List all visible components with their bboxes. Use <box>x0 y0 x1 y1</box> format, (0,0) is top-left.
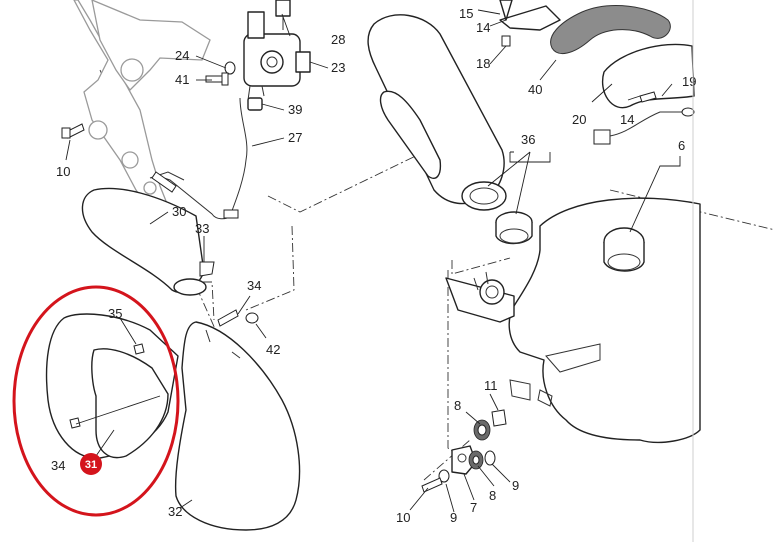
bolt-41 <box>205 72 229 86</box>
highlight-badge <box>80 453 102 475</box>
callout-39: 39 <box>288 102 302 117</box>
bolt-18 <box>501 35 511 47</box>
callout-41: 41 <box>175 72 189 87</box>
callout-18: 18 <box>476 56 490 71</box>
callout-8: 8 <box>489 488 496 503</box>
callout-28: 28 <box>331 32 345 47</box>
nut-11 <box>491 409 507 427</box>
screw-35 <box>133 343 145 355</box>
callout-42: 42 <box>266 342 280 357</box>
callout-40: 40 <box>528 82 542 97</box>
callout-34: 34 <box>247 278 261 293</box>
washer-24 <box>224 61 236 75</box>
washer-9-left <box>438 469 450 483</box>
nut-39 <box>247 97 263 111</box>
callout-19: 19 <box>682 74 696 89</box>
callout-9: 9 <box>512 478 519 493</box>
callout-7: 7 <box>470 500 477 515</box>
callout-35: 35 <box>108 306 122 321</box>
callout-27: 27 <box>288 130 302 145</box>
bolt-10-upper <box>61 123 85 139</box>
callout-10: 10 <box>396 510 410 525</box>
bolt-34-upper <box>217 309 239 327</box>
highlight-circle <box>12 285 180 517</box>
callout-24: 24 <box>175 48 189 63</box>
muffler-upper-outlet <box>461 181 507 211</box>
silencer-6 <box>508 197 701 444</box>
washer-42 <box>245 312 259 324</box>
bolt-14 <box>639 91 657 103</box>
callout-15: 15 <box>459 6 473 21</box>
grommet-8-lower <box>468 450 484 470</box>
callout-10: 10 <box>56 164 70 179</box>
sensor-19 <box>593 107 695 145</box>
heat-shield-40 <box>550 5 671 55</box>
gasket-36 <box>495 211 533 245</box>
bracket-15 <box>499 0 561 31</box>
connector-28 <box>275 0 291 30</box>
callout-8: 8 <box>454 398 461 413</box>
exhaust-valve-actuator-23 <box>243 11 311 101</box>
callout-9: 9 <box>450 510 457 525</box>
callout-33: 33 <box>195 221 209 236</box>
cable-27 <box>157 97 248 220</box>
callout-34: 34 <box>51 458 65 473</box>
callout-6: 6 <box>678 138 685 153</box>
callout-32: 32 <box>168 504 182 519</box>
screw-34-lower <box>69 417 81 429</box>
callout-14: 14 <box>476 20 490 35</box>
part-number-callouts: 15 14 18 40 20 14 19 24 41 28 23 39 27 1… <box>51 6 696 525</box>
callout-31: 31 <box>85 459 97 471</box>
bracket-7 <box>451 445 477 475</box>
callout-11: 11 <box>484 378 498 393</box>
bolt-10-lower <box>421 477 443 493</box>
clamp-33 <box>199 261 215 277</box>
callout-36: 36 <box>521 132 535 147</box>
exhaust-guard-32 <box>174 321 301 531</box>
leader-lines <box>65 9 681 513</box>
bracket-20 <box>602 43 695 109</box>
bracket-assembly <box>445 271 515 323</box>
callout-30: 30 <box>172 204 186 219</box>
heat-shield-cover-31 <box>91 348 169 459</box>
exhaust-pipe-30-end <box>173 278 207 296</box>
callout-14: 14 <box>620 112 634 127</box>
exhaust-pipe-30 <box>81 187 205 293</box>
frame-bracket <box>73 0 211 211</box>
callout-20: 20 <box>572 112 586 127</box>
muffler-upper-lower-shell <box>379 90 442 179</box>
grommet-8-upper <box>473 419 491 441</box>
callout-23: 23 <box>331 60 345 75</box>
washer-9-right <box>484 450 496 466</box>
